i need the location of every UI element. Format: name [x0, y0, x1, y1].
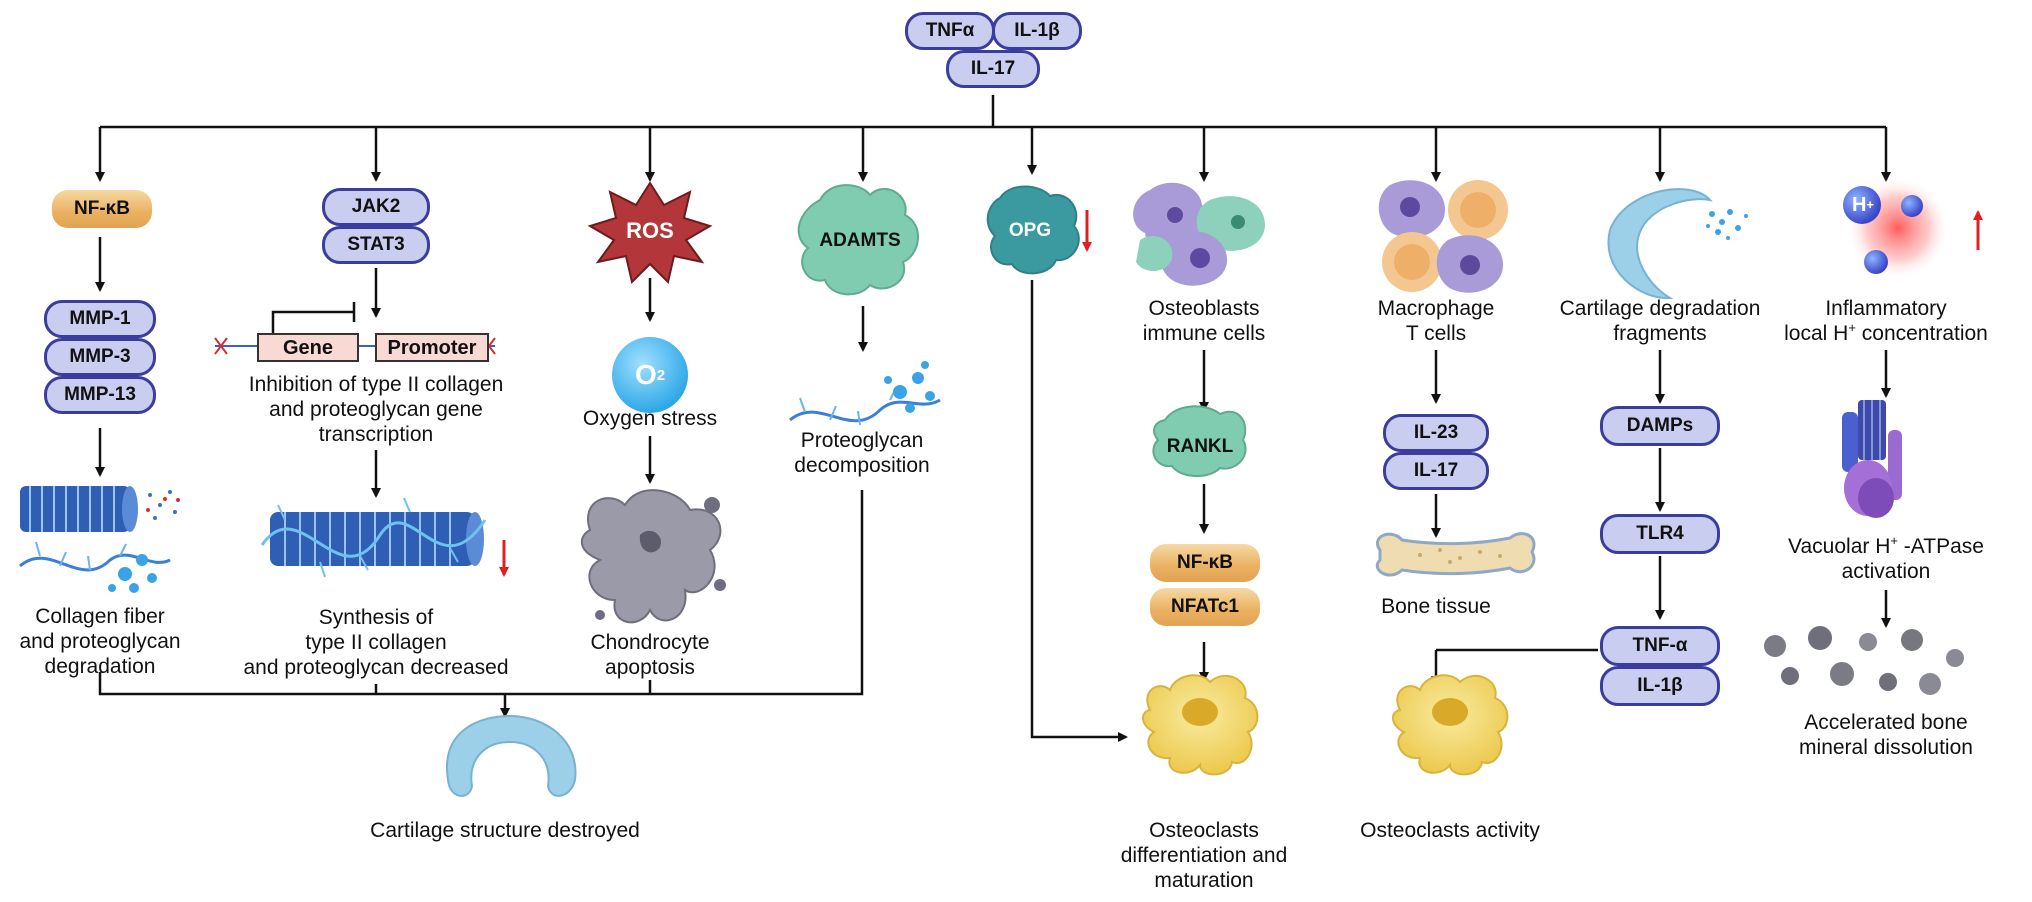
- cartilage-destroyed-icon: [445, 714, 577, 797]
- o2-icon: [612, 337, 688, 413]
- nfkb-pill-col1: NF-κB: [52, 190, 152, 228]
- column-arrows: [95, 237, 1891, 682]
- h-ion-large-label: H+: [1851, 193, 1875, 216]
- nfkb-pill-col6: NF-κB: [1150, 544, 1260, 582]
- chondrocyte-fragments: [595, 497, 726, 620]
- h-ion-small-1: [1901, 195, 1923, 217]
- h-ion-small-2: [1864, 250, 1888, 274]
- nfatc1-pill: NFATc1: [1150, 588, 1260, 626]
- tnf-alpha-pill: TNF-α: [1600, 626, 1720, 666]
- bone-tissue-label: Bone tissue: [1381, 595, 1491, 618]
- mmp3-pill: MMP-3: [44, 338, 156, 376]
- il17-top-pill: IL-17: [946, 50, 1040, 88]
- opg-arrow-line: [1030, 280, 1128, 742]
- inhibition-connector: [271, 302, 356, 336]
- bone-texture: [1418, 548, 1502, 564]
- jak2-pill: JAK2: [322, 188, 430, 226]
- collagen-fiber-icon: [20, 486, 180, 532]
- v-atpase-icon: [1842, 400, 1902, 518]
- mineral-particles-icon: [1764, 626, 1964, 695]
- tnf-to-osteoclast-lines: [1431, 648, 1598, 686]
- osteoclast-active-nucleus: [1432, 698, 1468, 726]
- macrophage-tcells-icon: [1378, 180, 1508, 293]
- promoter-label: Promoter: [387, 337, 477, 359]
- osteoclasts-activity-label: Osteoclasts activity: [1360, 819, 1540, 842]
- gene-promoter-diagram: [214, 333, 496, 362]
- mmp1-pill: MMP-1: [44, 300, 156, 338]
- tlr4-pill: TLR4: [1600, 514, 1720, 554]
- gene-label: Gene: [282, 337, 334, 359]
- mmp13-pill: MMP-13: [44, 376, 156, 414]
- h-ion-large: [1843, 186, 1881, 224]
- converge-lines: [98, 490, 864, 718]
- osteoblast-immune-cells-icon: [1133, 182, 1265, 286]
- rankl-label: RANKL: [1166, 436, 1234, 457]
- vacuolar-atpase-label: Vacuolar H+ -ATPase activation: [1788, 533, 1984, 583]
- osteoclast-nucleus: [1182, 698, 1218, 726]
- top-branch-lines: [95, 95, 1891, 182]
- bone-tissue-icon: [1376, 532, 1536, 577]
- cartilage-fragment-icon: [1607, 188, 1713, 300]
- cartilage-destroyed-label: Cartilage structure destroyed: [370, 819, 640, 842]
- proteoglycan-icon: [19, 541, 171, 593]
- ros-burst-icon: [587, 181, 713, 284]
- ros-label: ROS: [626, 218, 674, 243]
- collagen-synthesis-icon: [260, 497, 487, 578]
- proteoglycan-decomposition-icon: [789, 361, 941, 426]
- il1b-pill: IL-1β: [992, 12, 1082, 50]
- il17-pill-col7: IL-17: [1383, 452, 1489, 490]
- tnfa-pill: TNFα: [905, 12, 995, 50]
- oxygen-stress-label: Oxygen stress: [582, 407, 718, 430]
- il23-pill: IL-23: [1383, 414, 1489, 452]
- adamts-label: ADAMTS: [819, 230, 901, 251]
- opg-blob-icon: [986, 185, 1080, 275]
- il1b-pill-col8: IL-1β: [1600, 666, 1720, 706]
- stat3-pill: STAT3: [322, 226, 430, 264]
- fragment-particles: [1706, 209, 1748, 240]
- damps-pill: DAMPs: [1600, 406, 1720, 446]
- chondrocyte-icon: [580, 489, 722, 624]
- rankl-blob-icon: [1152, 405, 1247, 477]
- adamts-blob-icon: [797, 184, 919, 296]
- inflammatory-h-label: Inflammatory local H+ concentration: [1784, 297, 1988, 345]
- opg-label: OPG: [1008, 220, 1052, 241]
